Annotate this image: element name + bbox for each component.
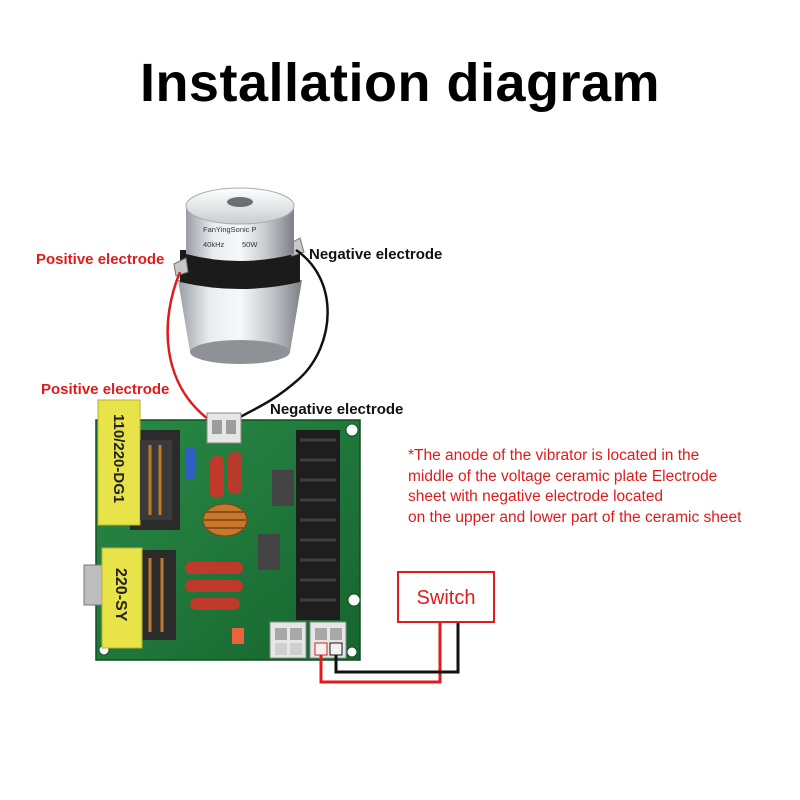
positive-tab: [173, 257, 189, 277]
mount-hole: [347, 593, 361, 607]
resistor: [185, 562, 243, 574]
switch-terminal: [309, 621, 347, 659]
switch-box: [397, 571, 495, 623]
negative-wire: [231, 248, 329, 424]
transducer-base: [190, 340, 290, 364]
pcb-board: 110/220-DG1 220-SY: [83, 399, 361, 661]
transducer-power: 50W: [242, 240, 258, 249]
transducer-frequency: 40kHz: [203, 240, 225, 249]
heatsink: [296, 430, 340, 620]
transformer-sy: 220-SY: [83, 547, 176, 649]
output-terminal: [206, 412, 242, 444]
transducer-lower-body: [178, 280, 302, 362]
positive-electrode-label-top: Positive electrode: [36, 251, 165, 268]
transducer-ceramic-ring: [180, 250, 300, 289]
transducer-brand: FanYingSonic P: [203, 225, 257, 234]
positive-electrode-label-board: Positive electrode: [41, 381, 170, 398]
resistor: [190, 598, 240, 610]
mount-hole: [345, 423, 359, 437]
transducer-bolt: [227, 197, 253, 207]
switch-wire-black: [334, 622, 460, 674]
transformer-dg1-text: 110/220-DG1: [110, 414, 127, 503]
mount-hole: [346, 646, 358, 658]
negative-electrode-label-top: Negative electrode: [309, 246, 443, 263]
transformer-dg1: 110/220-DG1: [97, 399, 180, 530]
resistor: [185, 580, 243, 592]
ultrasonic-transducer: FanYingSonic P 40kHz 50W: [173, 187, 305, 364]
power-terminal: [269, 621, 307, 659]
note-line: sheet with negative electrode located: [408, 488, 664, 505]
transformer-sy-text: 220-SY: [112, 568, 129, 622]
installation-note: *The anode of the vibrator is located in…: [408, 446, 788, 528]
capacitor: [185, 447, 195, 479]
resistor: [210, 456, 224, 498]
transformer-sy-label-plate: [101, 547, 143, 649]
note-line: *The anode of the vibrator is located in…: [408, 447, 700, 464]
transformer-dg1-label-plate: [97, 399, 141, 526]
switch-label: Switch: [417, 587, 476, 609]
transistor: [272, 470, 294, 506]
resistor: [228, 452, 242, 494]
resistor: [232, 628, 244, 644]
note-line: middle of the voltage ceramic plate Elec…: [408, 467, 718, 485]
note-line: on the upper and lower part of the ceram…: [408, 508, 742, 526]
page-title: Installation diagram: [139, 53, 661, 113]
switch-wire-red: [319, 622, 442, 684]
negative-electrode-label-board: Negative electrode: [270, 401, 404, 418]
positive-wire: [166, 271, 213, 424]
transistor: [258, 534, 280, 570]
